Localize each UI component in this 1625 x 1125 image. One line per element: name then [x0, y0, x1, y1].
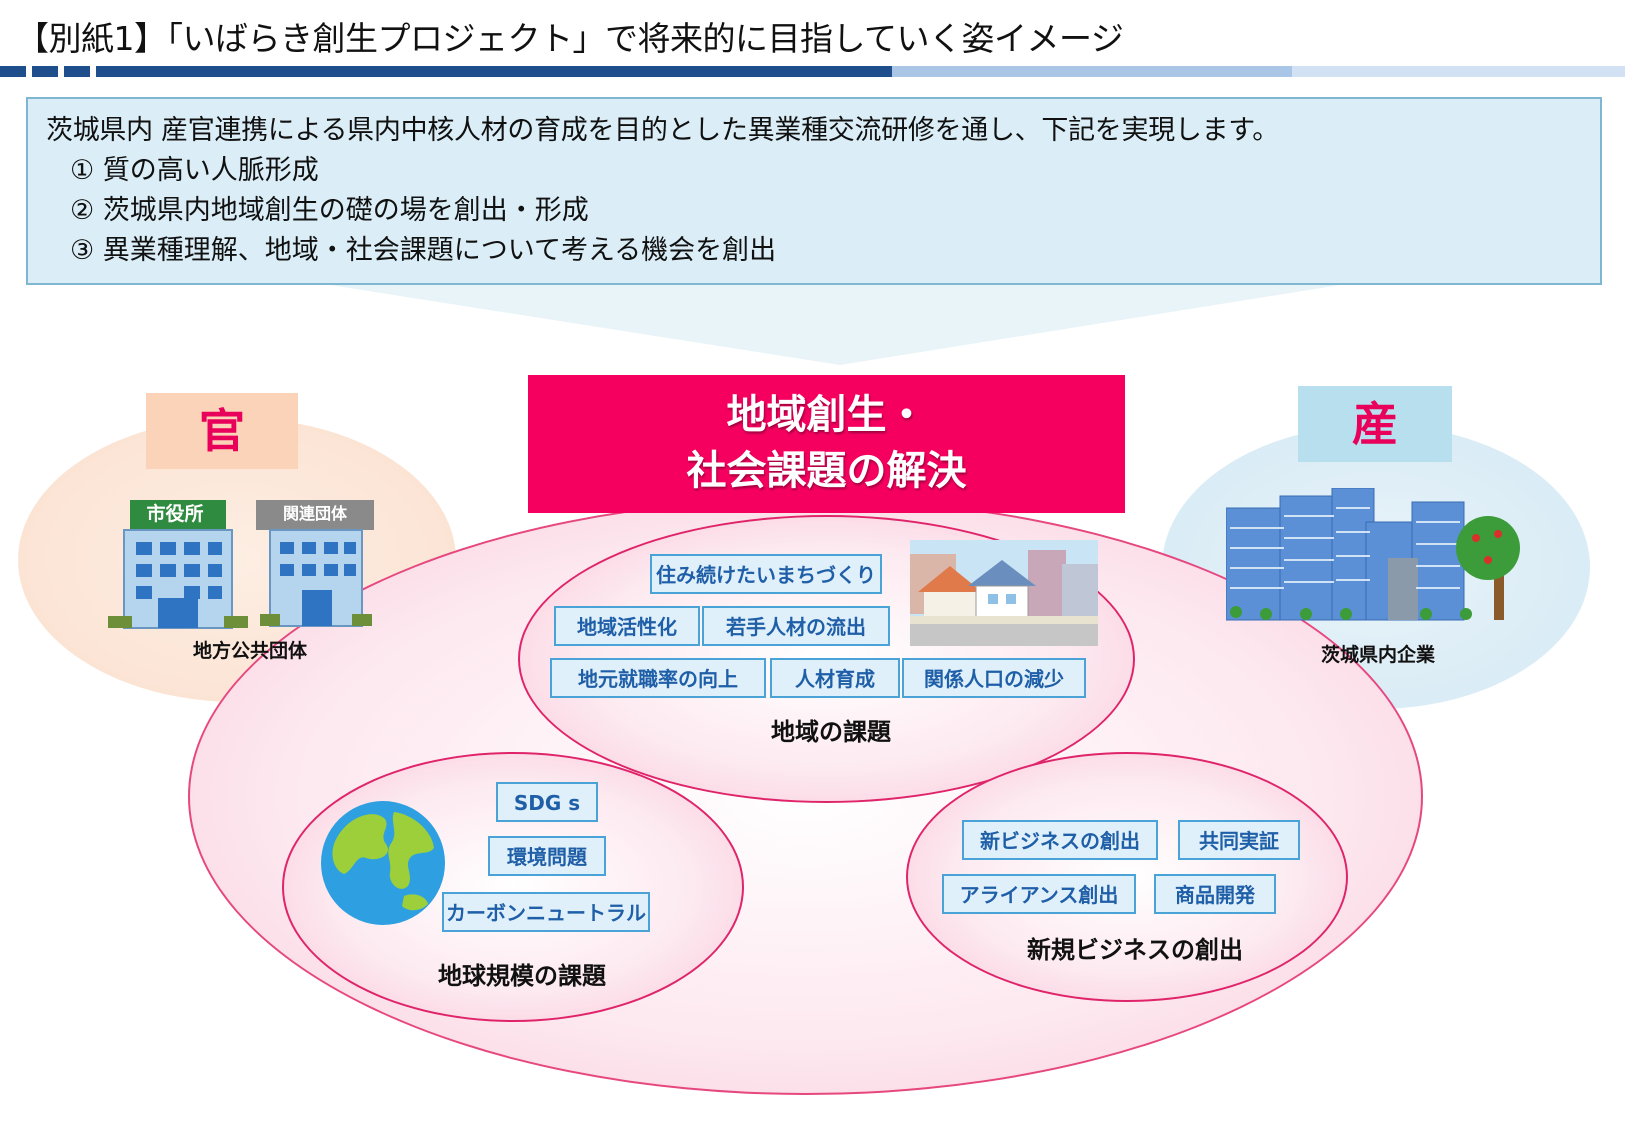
business-tag: 共同実証 [1178, 820, 1300, 860]
region-tag: 住み続けたいまちづくり [650, 554, 882, 594]
global-tag: SDG s [496, 782, 598, 822]
intro-text: 茨城県内 産官連携による県内中核人材の育成を目的とした異業種交流研修を通し、下記… [46, 115, 1279, 146]
business-tag: 新ビジネスの創出 [962, 820, 1158, 860]
business-tag: アライアンス創出 [942, 874, 1136, 914]
goal-line: 社会課題の解決 [686, 448, 967, 494]
global-tag: 環境問題 [488, 836, 606, 876]
intro-box: 茨城県内 産官連携による県内中核人材の育成を目的とした異業種交流研修を通し、下記… [26, 97, 1602, 285]
industry-kanji: 産 [1298, 386, 1452, 462]
header-bar-segment [32, 66, 58, 77]
intro-item: ② 茨城県内地域創生の礎の場を創出・形成 [70, 195, 589, 226]
region-tag: 関係人口の減少 [902, 658, 1086, 698]
region-tag: 若手人材の流出 [702, 606, 890, 646]
header-bar-segment [892, 66, 1292, 77]
region-tag: 地元就職率の向上 [550, 658, 766, 698]
page-title: 【別紙1】「いばらき創生プロジェクト」で将来的に目指していく姿イメージ [16, 19, 1124, 58]
global-tag: カーボンニュートラル [442, 892, 650, 932]
globe-icon [321, 801, 445, 925]
header-bar-segment [64, 66, 90, 77]
header-bar-segment [0, 66, 26, 77]
header-bar-segment [96, 66, 892, 77]
town-illustration [910, 540, 1098, 646]
region-tag: 人材育成 [770, 658, 900, 698]
intro-item: ① 質の高い人脈形成 [70, 155, 319, 186]
goal-banner: 地域創生・ 社会課題の解決 [528, 375, 1125, 513]
new-business-label: 新規ビジネスの創出 [1027, 936, 1243, 964]
government-buildings-illustration [108, 500, 374, 629]
business-tag: 商品開発 [1154, 874, 1276, 914]
callout-pointer [330, 285, 1340, 365]
region-tag: 地域活性化 [554, 606, 700, 646]
government-kanji: 官 [146, 393, 298, 469]
goal-line: 地域創生・ [726, 392, 927, 438]
government-label: 地方公共団体 [192, 640, 307, 662]
region-issues-label: 地域の課題 [771, 718, 891, 746]
company-buildings-illustration [1226, 488, 1520, 621]
intro-item: ③ 異業種理解、地域・社会課題について考える機会を創出 [70, 235, 777, 266]
city-hall-sign: 市役所 [146, 503, 204, 525]
global-issues-label: 地球規模の課題 [438, 962, 606, 990]
industry-label: 茨城県内企業 [1320, 644, 1435, 666]
related-org-sign: 関連団体 [282, 504, 347, 523]
header-bar-segment [1292, 66, 1625, 77]
